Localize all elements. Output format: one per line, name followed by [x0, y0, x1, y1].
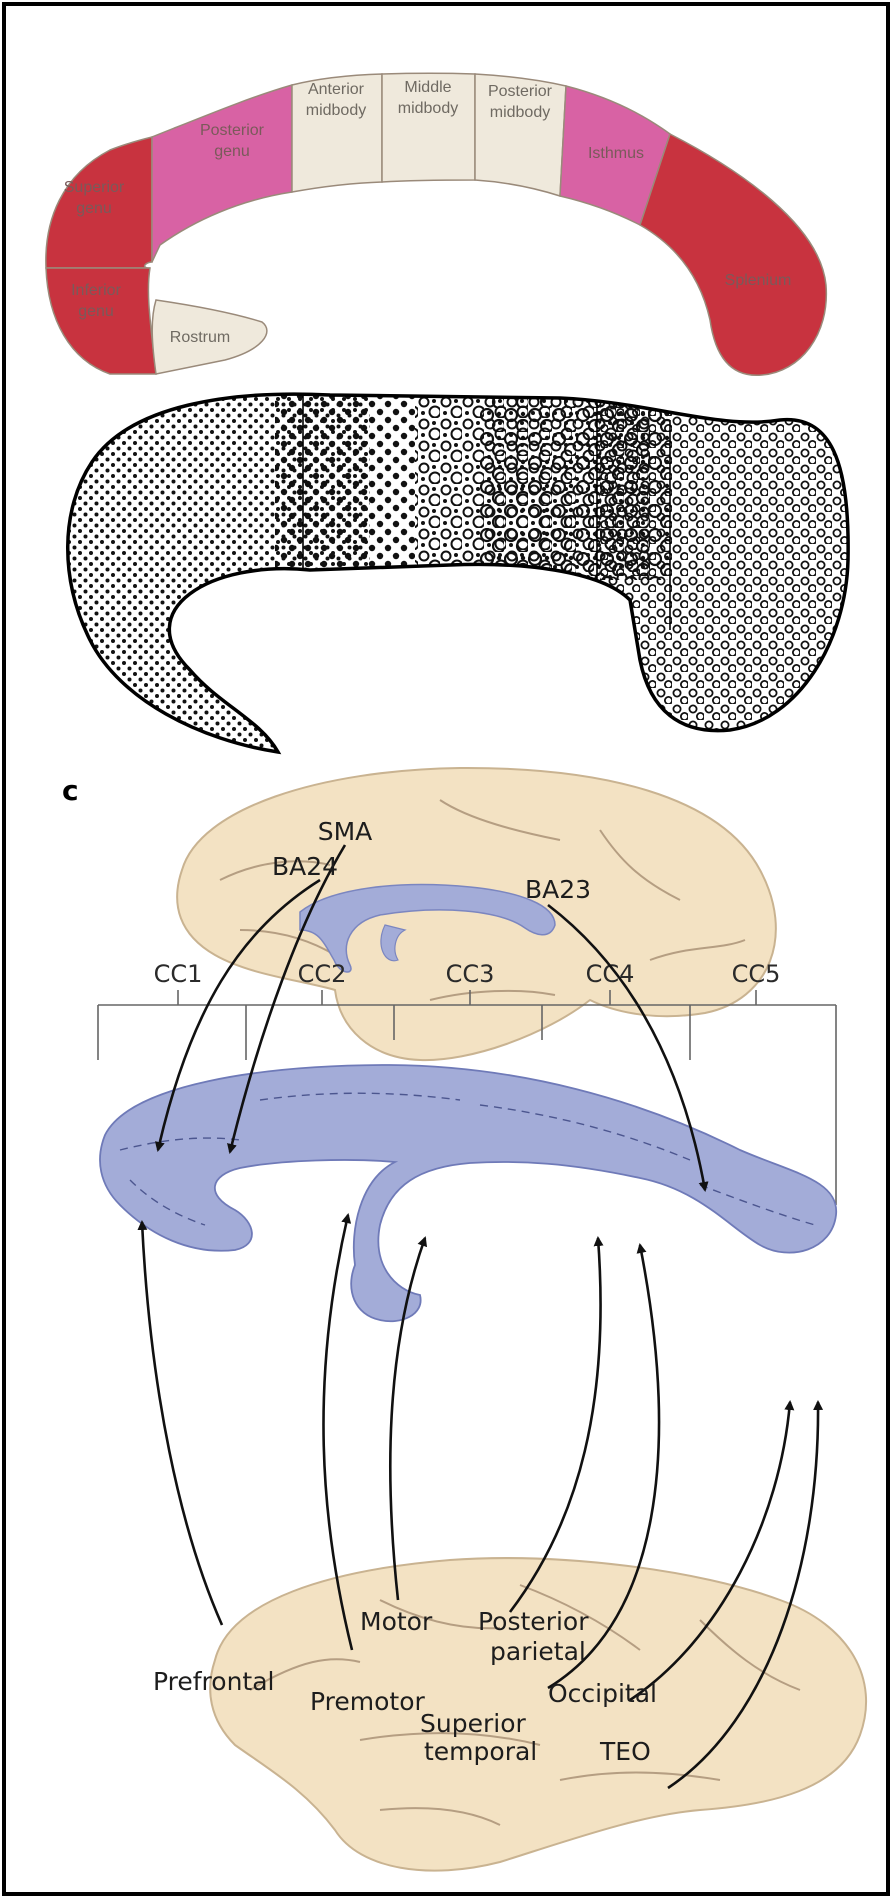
top-brain-outline [176, 766, 777, 1062]
main-callosum-shape [99, 1064, 837, 1323]
label-sma: SMA [318, 817, 373, 846]
label-posterior-genu: Posterior genu [200, 122, 265, 160]
cc-division-bracket [97, 990, 837, 1205]
segment-inferior-genu [45, 267, 157, 375]
label-splenium-line-1: Splenium [725, 272, 792, 289]
label-posterior-genu-line-1: Posterior [200, 122, 265, 139]
arrow-ba23-to-cc5 [547, 903, 709, 1192]
callosum-outline-b [66, 392, 850, 755]
segment-splenium [639, 132, 828, 376]
label-teo: TEO [599, 1737, 651, 1766]
arrow-posterior-parietal-to-cc4 [508, 1236, 604, 1613]
label-superior-temporal-line2: temporal [424, 1737, 537, 1766]
arrow-ba24-to-cc1 [154, 878, 321, 1152]
label-prefrontal: Prefrontal [153, 1667, 274, 1696]
segment-posterior-genu [151, 84, 293, 263]
bottom-brain-outline [209, 1557, 868, 1872]
label-cc2: CC2 [298, 960, 347, 988]
label-posterior-parietal-line1: Posterior [478, 1607, 589, 1636]
arrow-prefrontal-to-cc1 [137, 1220, 224, 1626]
panel-c-letter: c [62, 774, 79, 807]
label-superior-genu-line-2: genu [76, 200, 112, 217]
label-cc3: CC3 [446, 960, 495, 988]
panel-b-fiber-density [66, 392, 850, 755]
label-posterior-midbody-line-2: midbody [490, 104, 550, 121]
arrow-motor-to-cc3 [388, 1236, 428, 1601]
panel-a-callosum-segments [45, 72, 828, 376]
label-ba23: BA23 [525, 875, 591, 904]
projection-arrows [137, 844, 824, 1790]
label-superior-genu: Superior genu [64, 179, 125, 217]
label-middle-midbody-line-1: Middle [404, 79, 451, 96]
top-brain [176, 766, 777, 1062]
label-inferior-genu-line-2: genu [78, 303, 114, 320]
label-inferior-genu: Inferior genu [71, 282, 121, 320]
label-inferior-genu-line-1: Inferior [71, 282, 121, 299]
label-posterior-parietal-line2: parietal [490, 1637, 586, 1666]
main-callosum [99, 1064, 837, 1323]
label-motor: Motor [360, 1607, 433, 1636]
label-posterior-midbody: Posterior midbody [488, 83, 553, 121]
segment-rostrum [151, 299, 268, 375]
label-rostrum: Rostrum [170, 329, 230, 346]
segment-superior-genu [45, 136, 153, 269]
label-occipital: Occipital [548, 1679, 657, 1708]
label-isthmus: Isthmus [588, 145, 644, 162]
label-anterior-midbody-line-2: midbody [306, 102, 366, 119]
label-premotor: Premotor [310, 1687, 425, 1716]
label-anterior-midbody-line-1: Anterior [308, 81, 365, 98]
label-superior-genu-line-1: Superior [64, 179, 125, 196]
bottom-brain [209, 1557, 868, 1872]
arrow-teo-to-cc5 [667, 1400, 824, 1790]
fiber-zone-splenium [600, 394, 849, 752]
label-posterior-midbody-line-1: Posterior [488, 83, 553, 100]
top-brain-fornix [380, 924, 407, 962]
label-cc5: CC5 [732, 960, 781, 988]
fiber-zone-medium [275, 394, 415, 580]
label-posterior-genu-line-2: genu [214, 143, 250, 160]
label-ba24: BA24 [272, 852, 338, 881]
label-rostrum-line-1: Rostrum [170, 329, 230, 346]
label-middle-midbody: Middle midbody [398, 79, 458, 117]
label-cc1: CC1 [154, 960, 203, 988]
arrow-occipital-to-cc5 [629, 1400, 795, 1702]
label-isthmus-line-1: Isthmus [588, 145, 644, 162]
arrow-sma-to-cc2 [227, 844, 347, 1154]
arrow-premotor-to-cc2 [322, 1213, 354, 1651]
arrow-superior-temporal-to-cc4 [547, 1243, 661, 1690]
label-splenium: Splenium [725, 272, 792, 289]
label-anterior-midbody: Anterior midbody [306, 81, 366, 119]
top-brain-callosum [299, 883, 556, 973]
label-superior-temporal-line1: Superior [420, 1709, 526, 1738]
label-middle-midbody-line-2: midbody [398, 100, 458, 117]
